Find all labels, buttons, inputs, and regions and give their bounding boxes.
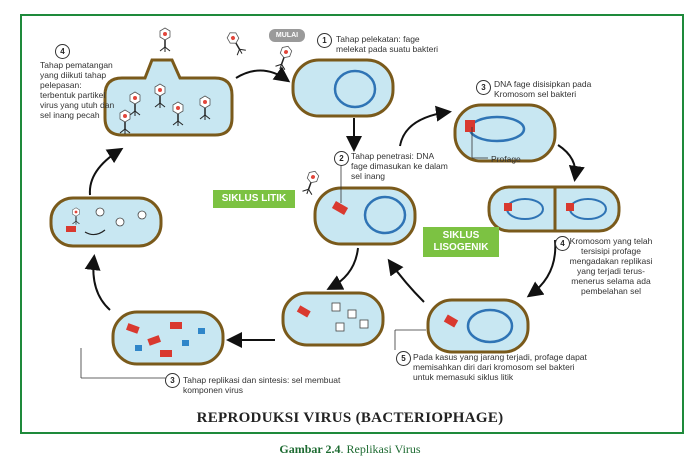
step-number-4-lysogenic: 4 bbox=[555, 236, 570, 251]
lytic-cycle-badge: SIKLUS LITIK bbox=[213, 190, 295, 208]
cell-profage-insert bbox=[453, 103, 557, 163]
step-number-5: 5 bbox=[396, 351, 411, 366]
diagram-title: REPRODUKSI VIRUS (BACTERIOPHAGE) bbox=[196, 410, 504, 426]
lysogenic-badge-line-1: SIKLUS bbox=[442, 230, 480, 241]
step-text-excision: Pada kasus yang jarang terjadi, profage … bbox=[413, 352, 587, 382]
step-text-attachment: Tahap pelekatan: fage melekat pada suatu… bbox=[336, 34, 439, 54]
pointer-lines bbox=[80, 127, 488, 379]
free-phage-1 bbox=[159, 27, 171, 53]
profage-label: Profage bbox=[491, 154, 521, 164]
caption-prefix: Gambar 2.4 bbox=[279, 442, 341, 456]
injecting-phage bbox=[301, 168, 321, 197]
lysogenic-badge-line-2: LISOGENIK bbox=[433, 242, 489, 253]
caption-text: . Replikasi Virus bbox=[340, 442, 421, 456]
start-label: MULAI bbox=[269, 29, 305, 42]
step-number-2: 2 bbox=[334, 151, 349, 166]
cell-synthesis-a bbox=[281, 291, 385, 347]
cell-attachment bbox=[291, 58, 395, 118]
free-phage-2 bbox=[224, 29, 248, 57]
step-text-penetration: Tahap penetrasi: DNA fage dimasukan ke d… bbox=[351, 151, 448, 181]
step-number-3-lytic: 3 bbox=[165, 373, 180, 388]
lysogenic-cycle-badge: SIKLUS LISOGENIK bbox=[423, 227, 499, 257]
step-text-dna-insert: DNA fage disisipkan pada Kromosom sel ba… bbox=[494, 79, 592, 99]
cell-excision bbox=[426, 298, 530, 354]
attaching-phage bbox=[274, 43, 294, 72]
step-text-replication: Tahap replikasi dan sintesis: sel membua… bbox=[183, 375, 341, 395]
figure-caption: Gambar 2.4. Replikasi Virus bbox=[0, 442, 700, 457]
step-number-4-lytic: 4 bbox=[55, 44, 70, 59]
step-number-1: 1 bbox=[317, 33, 332, 48]
step-number-3-lysogenic: 3 bbox=[476, 80, 491, 95]
cell-assembly bbox=[49, 196, 163, 248]
cell-synthesis-b bbox=[111, 310, 225, 366]
cell-division bbox=[487, 185, 621, 233]
step-text-chromosome-replication: Kromosom yang telah tersisipi profage me… bbox=[569, 236, 653, 296]
cell-penetration bbox=[313, 186, 417, 246]
cell-lysis bbox=[103, 58, 234, 137]
step-text-maturation: Tahap pematangan yang diikuti tahap pele… bbox=[40, 60, 115, 120]
